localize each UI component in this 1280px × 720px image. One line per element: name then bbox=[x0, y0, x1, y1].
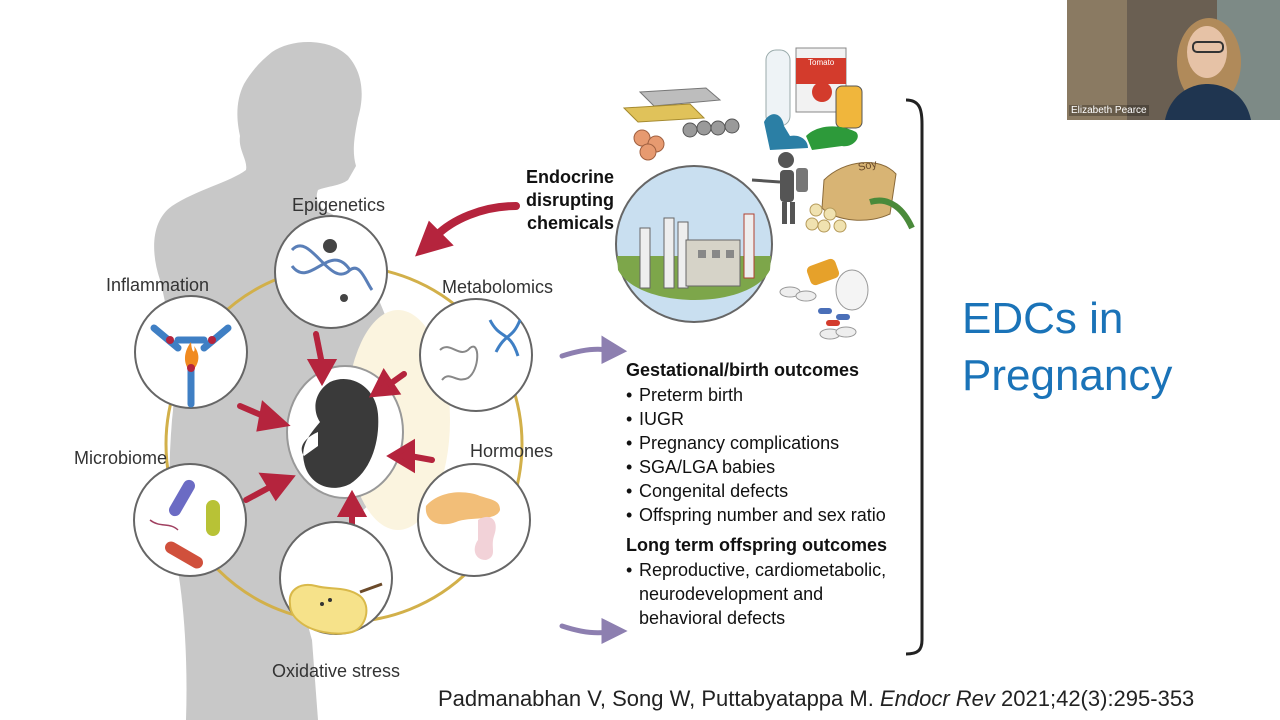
label-microbiome: Microbiome bbox=[74, 448, 168, 468]
slide-title: EDCs in Pregnancy bbox=[962, 290, 1172, 404]
edc-label-line1: Endocrine bbox=[525, 167, 614, 187]
citation-authors: Padmanabhan V, Song W, Puttabyatappa M. bbox=[438, 686, 874, 711]
participant-name: Elizabeth Pearce bbox=[1069, 105, 1149, 116]
list-item: Offspring number and sex ratio bbox=[626, 503, 916, 527]
bacteria-icon bbox=[149, 479, 220, 569]
webcam-tile[interactable]: Elizabeth Pearce bbox=[1067, 0, 1280, 120]
can-label: Tomato bbox=[808, 58, 835, 67]
arrows-purple bbox=[559, 335, 628, 645]
list-item: Preterm birth bbox=[626, 383, 916, 407]
label-inflammation: Inflammation bbox=[106, 275, 210, 295]
gland-icon bbox=[425, 492, 500, 560]
list-item: IUGR bbox=[626, 407, 916, 431]
bracket-brace bbox=[905, 98, 924, 656]
plastic-bottle-icon bbox=[765, 49, 791, 127]
list-item: SGA/LGA babies bbox=[626, 455, 916, 479]
citation-details: 2021;42(3):295-353 bbox=[1001, 686, 1195, 711]
outcomes-panel: Gestational/birth outcomes Preterm birth… bbox=[626, 360, 916, 638]
title-line1: EDCs in bbox=[962, 294, 1124, 343]
sippy-cup-icon bbox=[835, 85, 863, 129]
list-item: Reproductive, cardiometabolic, neurodeve… bbox=[626, 558, 901, 630]
label-epigenetics: Epigenetics bbox=[292, 195, 386, 215]
epigenetics-circle bbox=[274, 215, 388, 329]
tomato-can-icon bbox=[795, 47, 847, 113]
hormones-circle bbox=[417, 463, 531, 577]
citation: Padmanabhan V, Song W, Puttabyatappa M. … bbox=[438, 686, 1194, 712]
edc-label-line2: disrupting bbox=[526, 190, 614, 210]
fetus-icon bbox=[301, 378, 379, 488]
participant-video bbox=[1067, 0, 1280, 120]
dinosaur-toy-icon bbox=[764, 114, 808, 150]
dna-icon bbox=[290, 239, 374, 302]
title-line2: Pregnancy bbox=[962, 351, 1173, 400]
gestational-heading: Gestational/birth outcomes bbox=[626, 360, 860, 380]
label-hormones: Hormones bbox=[470, 441, 554, 461]
protein-icon bbox=[439, 319, 522, 381]
antibody-icon bbox=[150, 324, 232, 408]
label-oxidative-stress: Oxidative stress bbox=[272, 661, 401, 681]
edc-label-line3: chemicals bbox=[526, 213, 614, 233]
soy-sack-icon bbox=[805, 162, 915, 233]
pesticide-sprayer-icon bbox=[751, 152, 808, 224]
list-item: Congenital defects bbox=[626, 479, 916, 503]
flame-icon bbox=[184, 342, 199, 372]
pills-icon bbox=[779, 258, 869, 340]
factory-illustration bbox=[615, 165, 773, 323]
pear-icon bbox=[288, 582, 383, 635]
label-metabolomics: Metabolomics bbox=[442, 277, 554, 297]
citation-journal: Endocr Rev bbox=[879, 686, 995, 711]
dinosaur-green-icon bbox=[806, 126, 858, 150]
microbiome-circle bbox=[133, 463, 247, 577]
long-term-list: Reproductive, cardiometabolic, neurodeve… bbox=[626, 558, 916, 630]
metal-ingots-icon bbox=[622, 87, 740, 161]
metabolomics-circle bbox=[419, 298, 533, 412]
long-term-heading: Long term offspring outcomes bbox=[626, 535, 887, 555]
gestational-list: Preterm birth IUGR Pregnancy complicatio… bbox=[626, 383, 916, 527]
edc-label: Endocrine disrupting chemicals bbox=[518, 166, 614, 235]
arrows-red bbox=[237, 202, 520, 539]
list-item: Pregnancy complications bbox=[626, 431, 916, 455]
